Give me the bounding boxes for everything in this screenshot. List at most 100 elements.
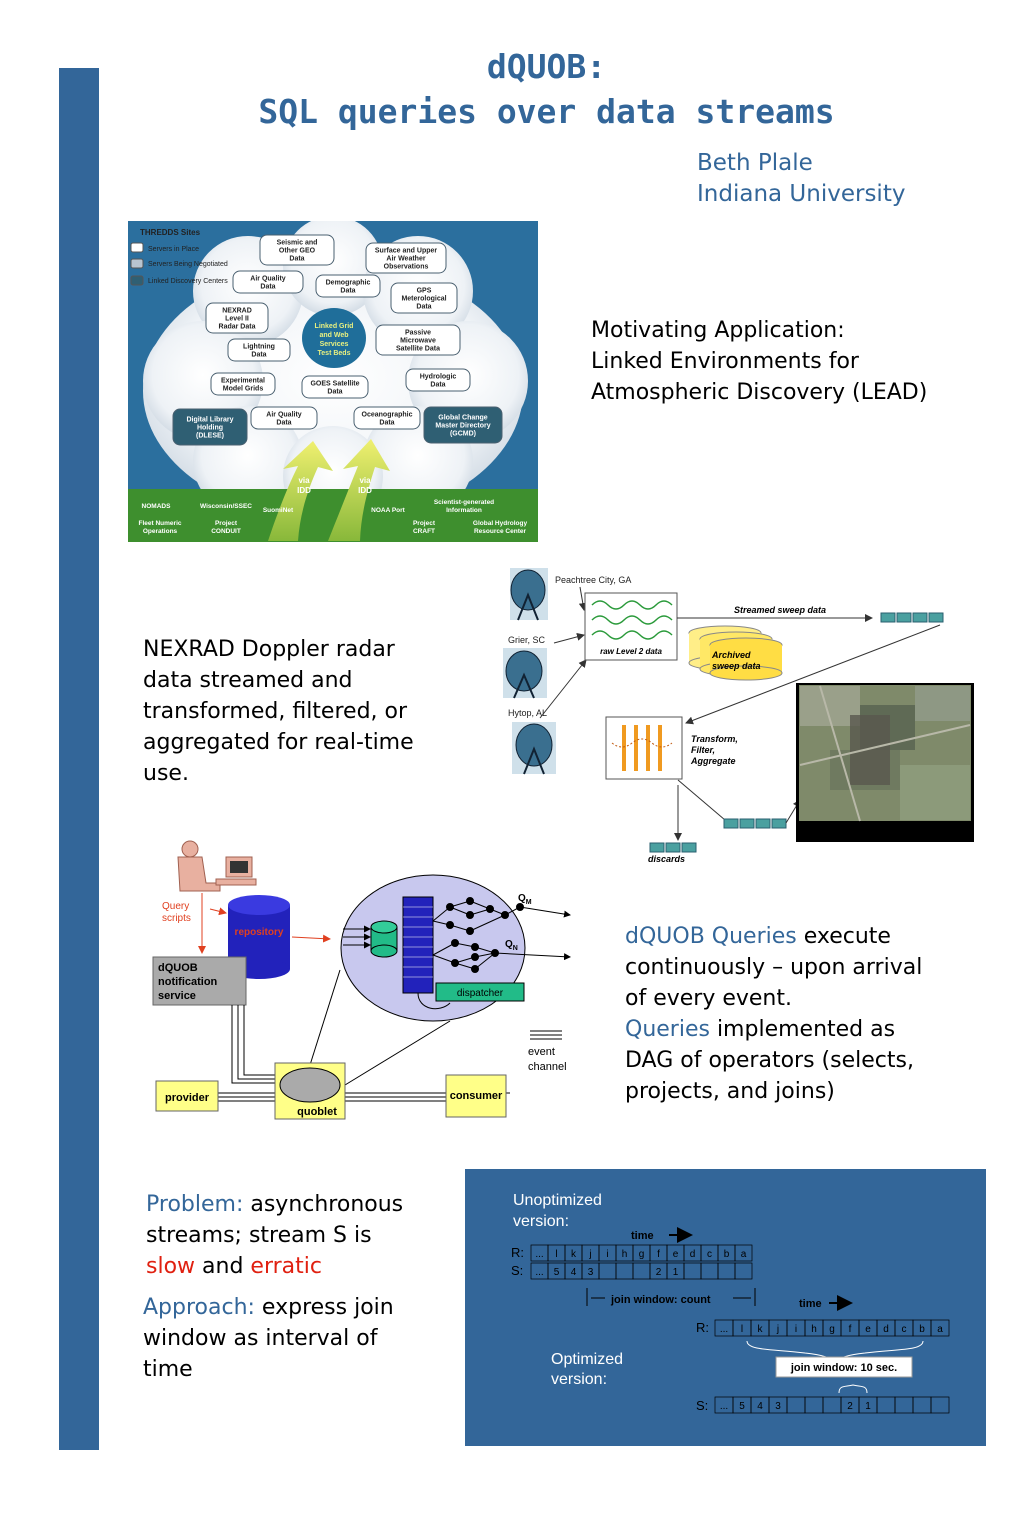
quoblet-label: quoblet — [297, 1106, 337, 1118]
stream-cell-label: k — [571, 1249, 577, 1260]
problem-line-1: asynchronous — [243, 1192, 404, 1217]
author-affiliation: Indiana University — [697, 181, 906, 207]
notification-service-box — [152, 956, 247, 1006]
stream-cell-label: a — [937, 1324, 943, 1335]
lead-box-label: Digital Library — [186, 417, 233, 424]
idd-arrow-left — [268, 441, 333, 541]
lead-box-label: Data — [260, 284, 275, 291]
stream-cell-label: 2 — [656, 1267, 662, 1278]
optimized-label-1: Optimized — [551, 1351, 623, 1368]
stream-cell — [734, 1244, 753, 1262]
channel-lines — [218, 969, 510, 1102]
stream-cell-label: c — [902, 1324, 907, 1335]
time-window-label: join window: 10 sec. — [790, 1362, 897, 1374]
stream-cell-label: 1 — [865, 1401, 871, 1412]
event-channel-symbol — [530, 1030, 562, 1040]
ground-nomads: NOMADS — [142, 503, 172, 510]
time-label-2: time — [799, 1298, 822, 1310]
ground-hydrology-2: Resource Center — [474, 528, 526, 535]
ground-craft-2: CRAFT — [413, 528, 435, 535]
stream-cell-label: 4 — [571, 1267, 577, 1278]
aerial-texture — [799, 685, 971, 822]
lead-box-label: Model Grids — [223, 386, 264, 393]
nexrad-caption-line-1: NEXRAD Doppler radar — [143, 637, 395, 662]
approach-label: Approach: — [143, 1295, 255, 1320]
lead-box-label: Data — [430, 382, 445, 389]
stream-cell-label: 4 — [757, 1401, 763, 1412]
lead-box-label: NEXRAD — [222, 308, 252, 315]
lead-box-label: Data — [340, 288, 355, 295]
buffer-lines — [403, 906, 433, 978]
site-peachtree: Peachtree City, GA — [555, 575, 631, 585]
ground-wisconsin: Wisconsin/SSEC — [200, 503, 252, 510]
legend-item-negotiated: Servers Being Negotiated — [148, 261, 228, 268]
lead-box-label: Data — [251, 352, 266, 359]
stream-cell-label: e — [673, 1249, 679, 1260]
stream-cell-label: ... — [535, 1267, 543, 1278]
dispatcher-box — [435, 982, 525, 1002]
lead-box-label: Passive — [405, 330, 431, 337]
user-at-computer-icon — [177, 840, 257, 892]
qn-label: QN — [505, 939, 518, 952]
stream-cell-label: g — [639, 1249, 645, 1260]
stream-queue — [880, 612, 944, 623]
lead-box-label: Other GEO — [279, 248, 316, 255]
lead-caption-line-1: Motivating Application: — [591, 318, 845, 343]
lead-box-label: Air Weather — [386, 256, 425, 263]
lead-box-label: Meterological — [401, 296, 446, 303]
input-streams — [343, 925, 371, 949]
legend: THREDDS Sites Servers in Place Servers B… — [130, 228, 228, 286]
via-left: via — [298, 476, 310, 485]
dquob-architecture-figure: Query scripts repository dQUOB notificat… — [152, 840, 571, 1120]
stream-cell-label: 5 — [739, 1401, 745, 1412]
idd-arrow-right — [328, 439, 390, 541]
center-line-3: Services — [320, 341, 349, 348]
join-panel-background — [465, 1169, 986, 1446]
nexrad-caption-line-5: use. — [143, 761, 189, 786]
legend-item-linked: Linked Discovery Centers — [148, 278, 228, 285]
queries-line-3: of every event. — [625, 986, 792, 1011]
notification-line-3: service — [158, 990, 196, 1002]
query-dag-qm — [432, 897, 571, 935]
lead-caption-line-2: Linked Environments for — [591, 349, 859, 374]
stream-cell-label: b — [919, 1324, 925, 1335]
lead-box-label: (DLESE) — [196, 433, 224, 440]
stream-cell-label: f — [657, 1249, 660, 1260]
lead-box-label: Air Quality — [250, 276, 286, 283]
legend-title: THREDDS Sites — [140, 228, 201, 237]
idd-left: IDD — [297, 486, 311, 495]
archived-label-1: Archived — [711, 650, 751, 660]
stream-cell-label: ... — [720, 1324, 728, 1335]
time-window-box — [775, 1356, 913, 1378]
archive-cylinders — [688, 625, 783, 681]
optimized-label-2: version: — [551, 1371, 607, 1388]
approach-line-3: time — [143, 1357, 193, 1382]
ground-hydrology-1: Global Hydrology — [473, 520, 528, 527]
lead-box-label: GOES Satellite — [310, 381, 359, 388]
qm-label: QM — [518, 893, 532, 906]
stream-cell — [930, 1319, 950, 1337]
stream-cell — [734, 1262, 753, 1280]
s-label-2: S: — [696, 1398, 708, 1413]
stream-cell-label: h — [811, 1324, 817, 1335]
queries-text: dQUOB Queries execute continuously – upo… — [625, 921, 922, 1107]
dispatcher-label: dispatcher — [457, 988, 504, 999]
stream-cell-label: d — [883, 1324, 889, 1335]
poster-title: dQUOB: SQL queries over data streams — [0, 44, 1024, 134]
lead-box-label: Hydrologic — [420, 374, 457, 381]
stream-cell-label: i — [795, 1324, 797, 1335]
author-block: Beth Plale Indiana University — [697, 148, 905, 210]
provider-box — [155, 1080, 219, 1112]
stream-cell-label: j — [588, 1249, 591, 1260]
stream-cell-label: 3 — [775, 1401, 781, 1412]
problem-label: Problem: — [146, 1192, 244, 1217]
ground-fleet-2: Operations — [143, 528, 178, 535]
center-line-2: and Web — [319, 332, 348, 339]
stream-cell-label: i — [606, 1249, 608, 1260]
